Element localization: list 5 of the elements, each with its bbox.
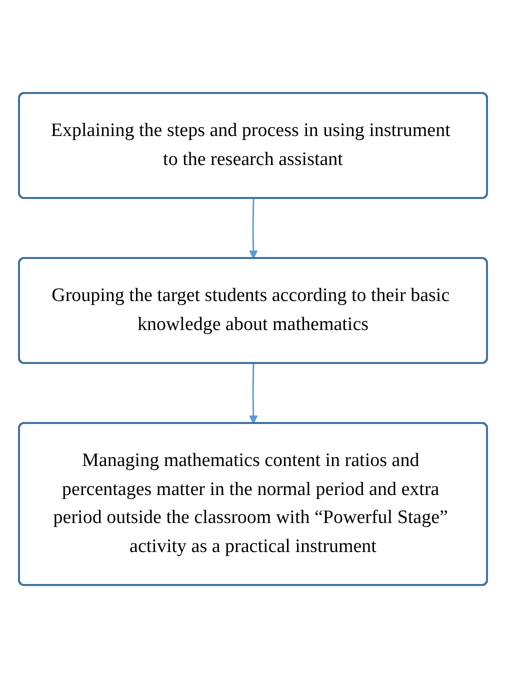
arrow [248, 362, 258, 424]
node-text: Grouping the target students according to their basic knowledge about mathematics [52, 284, 450, 334]
node-text: Managing mathematics content in ratios and percentages matter in the normal period and extra period outside the classroom with “Powerful Stage” activity as a practical instrument [53, 450, 448, 556]
node-text: Explaining the steps and process in using instrument to the research assistant [50, 120, 450, 169]
arrow [248, 198, 258, 258]
